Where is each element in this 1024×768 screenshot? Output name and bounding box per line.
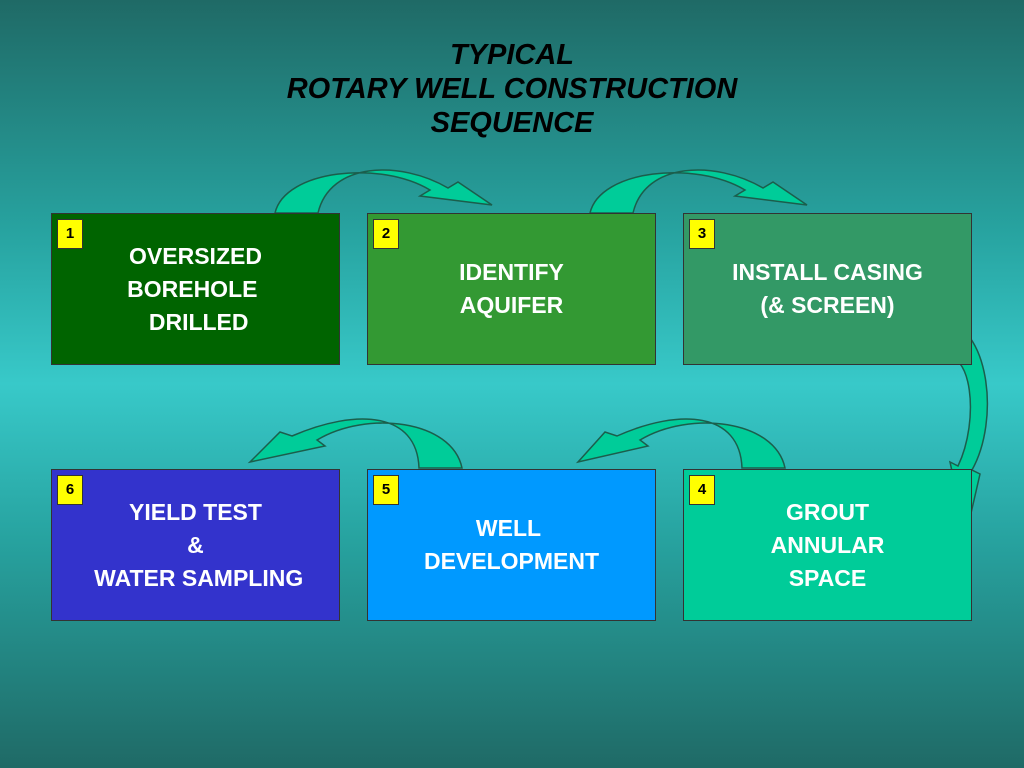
step-box-4: 4 GROUT ANNULAR SPACE <box>683 469 972 621</box>
step-label: INSTALL CASING (& SCREEN) <box>732 256 923 322</box>
arrow-4-to-5 <box>575 418 786 469</box>
title-line-3: SEQUENCE <box>430 107 594 139</box>
arrow-3-to-4 <box>939 317 989 536</box>
step-label-line: GROUT <box>785 498 870 525</box>
step-label-line: DEVELOPMENT <box>423 548 600 574</box>
step-label-line: (& SCREEN) <box>760 292 895 318</box>
step-number-badge: 6 <box>57 475 83 505</box>
step-label-line: BOREHOLE <box>127 275 264 302</box>
step-label-line: IDENTIFY <box>459 259 564 285</box>
step-label-line: WELL <box>475 515 548 541</box>
step-label-line: YIELD TEST <box>129 498 262 525</box>
step-label-line: & <box>187 531 204 558</box>
step-label-line: WATER SAMPLING <box>87 564 304 591</box>
step-label-line: SPACE <box>788 564 867 591</box>
step-box-3: 3 INSTALL CASING (& SCREEN) <box>683 213 972 365</box>
step-label: IDENTIFY AQUIFER <box>459 256 564 322</box>
step-number-badge: 4 <box>689 475 715 505</box>
step-number-badge: 1 <box>57 219 83 249</box>
step-box-2: 2 IDENTIFY AQUIFER <box>367 213 656 365</box>
arrow-1-to-2 <box>274 169 493 214</box>
diagram-title: TYPICAL ROTARY WELL CONSTRUCTION SEQUENC… <box>0 38 1024 140</box>
step-box-1: 1 OVERSIZED BOREHOLE DRILLED <box>51 213 340 365</box>
arrow-5-to-6 <box>247 418 463 469</box>
step-box-6: 6 YIELD TEST & WATER SAMPLING <box>51 469 340 621</box>
title-line-1: TYPICAL <box>449 39 575 71</box>
step-label: OVERSIZED BOREHOLE DRILLED <box>127 240 264 339</box>
step-number-badge: 5 <box>373 475 399 505</box>
step-label: WELL DEVELOPMENT <box>424 512 599 578</box>
step-number-badge: 3 <box>689 219 715 249</box>
step-label-line: ANNULAR <box>770 531 885 558</box>
step-label: YIELD TEST & WATER SAMPLING <box>87 496 304 595</box>
step-label: GROUT ANNULAR SPACE <box>771 496 885 595</box>
step-label-line: DRILLED <box>142 308 249 335</box>
step-label-line: AQUIFER <box>459 292 564 318</box>
title-line-2: ROTARY WELL CONSTRUCTION <box>286 73 738 105</box>
arrow-2-to-3 <box>589 169 808 214</box>
step-number-badge: 2 <box>373 219 399 249</box>
step-box-5: 5 WELL DEVELOPMENT <box>367 469 656 621</box>
step-label-line: INSTALL CASING <box>732 259 923 285</box>
step-label-line: OVERSIZED <box>129 242 262 269</box>
